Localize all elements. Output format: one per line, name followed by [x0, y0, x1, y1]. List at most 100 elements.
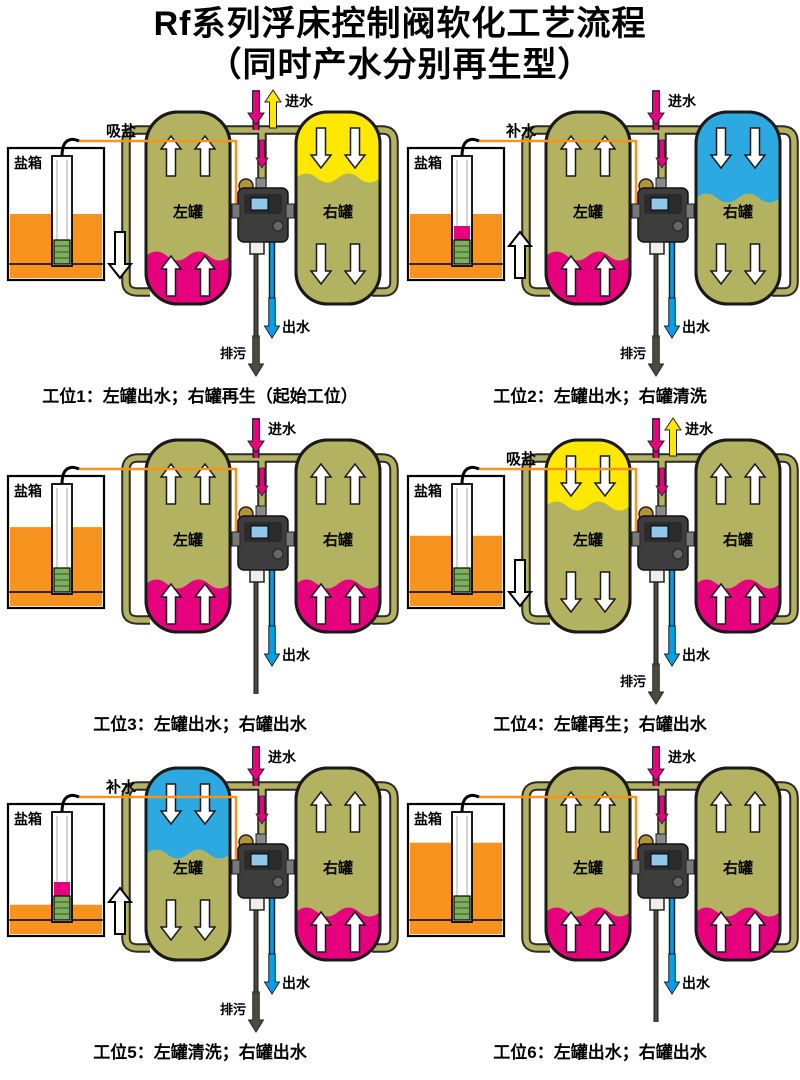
station-panel-4: 进水 左罐 右罐 排污 出水 [400, 414, 800, 742]
valve-display [650, 525, 669, 539]
flow-arrow-icon [709, 910, 733, 953]
drain-label: 排污 [220, 1002, 246, 1017]
inlet-flow-arrow-icon [655, 467, 669, 497]
tank-media-band [696, 111, 780, 203]
tank-label: 右罐 [723, 859, 753, 877]
salt-level-arrow-icon [506, 229, 534, 279]
flow-arrow-icon [743, 242, 767, 285]
salt-tank-label: 盐箱 [14, 155, 42, 171]
flow-arrow-icon [559, 454, 583, 497]
drain-arrow-icon [647, 663, 665, 705]
flow-arrow-icon [193, 582, 217, 625]
flow-arrow-icon [559, 790, 583, 833]
flow-arrow-icon [593, 134, 617, 177]
outlet-label: 出水 [682, 647, 711, 663]
flow-arrow-icon [743, 790, 767, 833]
inlet: 进水 [247, 745, 297, 786]
tank-label: 右罐 [323, 531, 353, 549]
flow-arrow-icon [309, 910, 333, 953]
flow-arrow-icon [593, 454, 617, 497]
inlet-label: 进水 [668, 93, 697, 109]
flow-arrow-icon [743, 462, 767, 505]
salt-tank-label: 盐箱 [14, 483, 42, 499]
outlet: 出水 [663, 569, 711, 667]
page-header: Rf系列浮床控制阀软化工艺流程 （同时产水分别再生型） [0, 0, 800, 86]
outlet-label: 出水 [282, 319, 311, 335]
right-tank: 右罐 [694, 766, 782, 962]
process-diagram-grid: 进水 左罐 右罐 排污 出水 [0, 86, 800, 1070]
flow-arrow-icon [309, 462, 333, 505]
outlet-arrow-icon [663, 625, 681, 667]
inlet: 进水 [647, 89, 697, 130]
salt-tank: 盐箱 [406, 137, 506, 281]
inlet-flow-arrow-icon [255, 795, 269, 825]
outlet-label: 出水 [282, 647, 311, 663]
brine-action-label: 补水 [505, 122, 537, 140]
drain: 排污 [620, 569, 665, 705]
control-valve [231, 177, 295, 255]
flow-arrow-icon [343, 242, 367, 285]
outlet-arrow-icon [263, 625, 281, 667]
inlet: 进水 [247, 417, 297, 458]
outlet-label: 出水 [682, 319, 711, 335]
brine-return-arrow-icon [664, 416, 682, 457]
page-title-line2: （同时产水分别再生型） [207, 45, 593, 84]
brine-action-label: 吸盐 [106, 122, 136, 140]
injector-hook [460, 465, 480, 484]
salt-tank-label: 盐箱 [14, 811, 42, 827]
flow-arrow-icon [709, 126, 733, 169]
right-tank: 右罐 [694, 438, 782, 634]
tank-media-band [296, 111, 380, 183]
flow-arrow-icon [709, 582, 733, 625]
injector-hook [460, 793, 480, 812]
drain: 排污 [620, 241, 665, 377]
outlet-arrow-icon [263, 297, 281, 339]
left-tank: 左罐 [144, 438, 232, 634]
inlet-label: 进水 [668, 749, 697, 765]
station-diagram-6: 进水 左罐 右罐 出水 [406, 745, 799, 1022]
outlet-arrow-icon [663, 953, 681, 995]
outlet-arrow-icon [663, 297, 681, 339]
tank-label: 左罐 [572, 859, 603, 877]
control-valve [231, 505, 295, 583]
valve-display [250, 853, 269, 867]
left-tank: 左罐 [144, 110, 232, 306]
flow-arrow-icon [159, 462, 183, 505]
valve-knob [672, 548, 684, 560]
drain-label: 排污 [620, 674, 646, 689]
flow-arrow-icon [159, 898, 183, 941]
flow-arrow-icon [159, 134, 183, 177]
inlet-flow-arrow-icon [255, 139, 269, 169]
station-panel-5: 进水 左罐 右罐 排污 出水 [0, 742, 400, 1070]
inlet-flow-arrow-icon [655, 139, 669, 169]
valve-knob [672, 876, 684, 888]
outlet: 出水 [263, 569, 311, 667]
station-diagram-1: 进水 左罐 右罐 排污 出水 [6, 88, 399, 377]
flow-arrow-icon [343, 462, 367, 505]
page-title-line1: Rf系列浮床控制阀软化工艺流程 [153, 5, 647, 43]
flow-arrow-icon [743, 910, 767, 953]
inlet-label: 进水 [685, 421, 714, 437]
right-tank: 右罐 [294, 110, 382, 306]
inlet-arrow-icon [247, 90, 265, 126]
brine-action-label: 吸盐 [506, 450, 536, 468]
inlet-arrow-icon [247, 746, 265, 782]
outlet: 出水 [663, 241, 711, 339]
valve-display [250, 525, 269, 539]
salt-tank-label: 盐箱 [414, 811, 442, 827]
right-tank: 右罐 [294, 766, 382, 962]
panel-caption: 工位6：左罐出水；右罐出水 [493, 1042, 707, 1062]
inlet-label: 进水 [268, 421, 297, 437]
inlet-label: 进水 [268, 749, 297, 765]
flow-arrow-icon [709, 790, 733, 833]
tank-label: 右罐 [723, 531, 753, 549]
valve-knob [272, 876, 284, 888]
flow-arrow-icon [743, 126, 767, 169]
flow-arrow-icon [709, 242, 733, 285]
flow-arrow-icon [559, 910, 583, 953]
flow-arrow-icon [159, 782, 183, 825]
flow-arrow-icon [159, 582, 183, 625]
tank-label: 右罐 [723, 203, 753, 221]
tank-label: 左罐 [172, 859, 203, 877]
inlet: 进水 [647, 745, 697, 786]
